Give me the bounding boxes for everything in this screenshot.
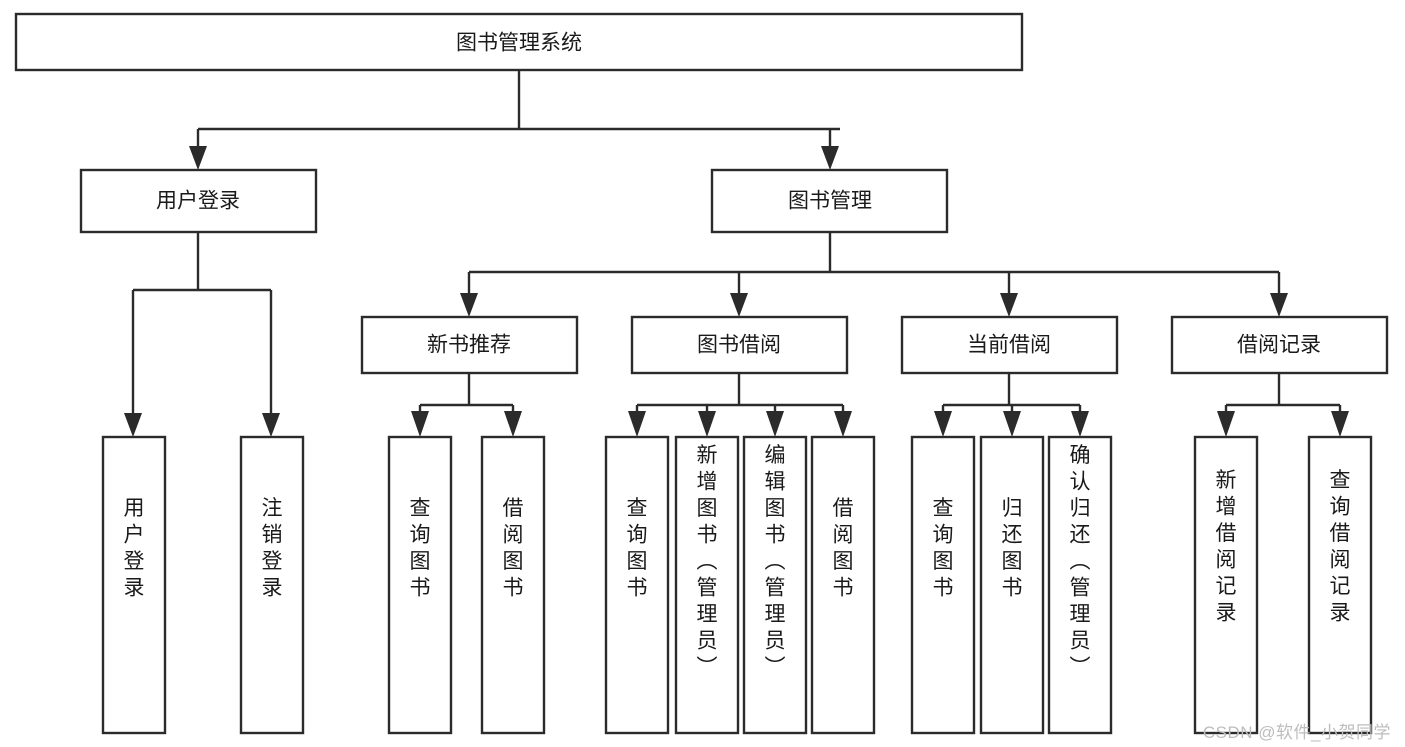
arrowhead-record-leaf-2 [1331,411,1349,437]
arrowhead-to-book-borrow [730,293,748,317]
node-borrow-record-label: 借阅记录 [1237,334,1321,357]
leaf-logout-box [239,435,305,735]
leaf-newbook-query-book-box [387,435,453,735]
leaf-borrow-query-book-label: 查询图书 [627,497,648,600]
node-borrow-record-box [1170,315,1389,375]
connector-group-current-borrow [934,373,1089,437]
node-book-borrow[interactable]: 图书借阅 [630,315,849,375]
connector-group-root [189,70,840,170]
leaf-newbook-borrow-book[interactable]: 借阅图书 [480,435,546,735]
leaf-borrow-borrow-book-label: 借阅图书 [833,497,854,600]
leaf-current-return-book[interactable]: 归还图书 [979,435,1045,735]
leaf-borrow-borrow-book[interactable]: 借阅图书 [810,435,876,735]
leaf-current-return-book-box [979,435,1045,735]
arrowhead-current-leaf-1 [934,411,952,437]
arrowhead-borrow-leaf-3 [766,411,784,437]
arrowhead-leaf-user-login [124,413,142,437]
leaf-current-query-book-label: 查询图书 [933,497,954,600]
leaf-user-login[interactable]: 用户登录 [101,435,167,735]
leaf-borrow-edit-book-label: 编辑图书︵管理员︶ [765,444,786,679]
arrowhead-borrow-leaf-4 [834,411,852,437]
leaf-logout[interactable]: 注销登录 [239,435,305,735]
leaf-logout-label: 注销登录 [262,497,283,600]
arrowhead-to-book-manage [821,146,839,170]
arrowhead-to-new-book [460,293,478,317]
leaf-record-add-box [1193,435,1259,735]
leaf-newbook-query-book-label: 查询图书 [410,497,431,600]
connector-group-login [124,232,280,437]
arrowhead-to-current-borrow [1000,293,1018,317]
arrowhead-borrow-leaf-2 [698,411,716,437]
arrowhead-newbook-leaf-1 [411,411,429,437]
leaf-newbook-query-book[interactable]: 查询图书 [387,435,453,735]
node-root-label: 图书管理系统 [456,32,582,55]
leaf-borrow-query-book-box [604,435,670,735]
node-book-manage-box [710,168,949,234]
arrowhead-borrow-leaf-1 [628,411,646,437]
leaf-borrow-edit-book[interactable]: 编辑图书︵管理员︶ [742,435,808,735]
node-root-system[interactable]: 图书管理系统 [14,12,1024,72]
leaf-current-confirm-return[interactable]: 确认归还︵管理员︶ [1047,435,1113,735]
node-new-book-label: 新书推荐 [427,334,511,357]
leaf-user-login-box [101,435,167,735]
leaf-current-confirm-return-label: 确认归还︵管理员︶ [1070,444,1091,679]
leaf-borrow-add-book-label: 新增图书︵管理员︶ [697,444,718,679]
leaf-current-query-book-box [910,435,976,735]
node-user-login-label: 用户登录 [156,190,240,213]
leaf-borrow-borrow-book-box [810,435,876,735]
leaf-borrow-query-book[interactable]: 查询图书 [604,435,670,735]
node-user-login[interactable]: 用户登录 [79,168,318,234]
leaf-newbook-borrow-book-label: 借阅图书 [503,497,524,600]
leaf-record-add-label: 新增借阅记录 [1216,469,1237,625]
node-borrow-record[interactable]: 借阅记录 [1170,315,1389,375]
leaf-current-query-book[interactable]: 查询图书 [910,435,976,735]
leaf-record-query-label: 查询借阅记录 [1330,469,1351,625]
arrowhead-newbook-leaf-2 [504,411,522,437]
arrowhead-to-borrow-record [1270,293,1288,317]
node-current-borrow-label: 当前借阅 [967,334,1051,357]
leaf-newbook-borrow-book-box [480,435,546,735]
arrowhead-leaf-logout [262,413,280,437]
leaf-borrow-edit-book-box [742,435,808,735]
leaf-borrow-add-book-box [674,435,740,735]
leaf-user-login-label: 用户登录 [124,497,145,600]
leaf-record-query-box [1307,435,1373,735]
leaf-current-return-book-label: 归还图书 [1002,497,1023,600]
node-current-borrow-box [900,315,1119,375]
csdn-watermark: CSDN @软件_小贺同学 [1202,723,1391,742]
arrowhead-record-leaf-1 [1217,411,1235,437]
node-user-login-box [79,168,318,234]
node-book-manage-label: 图书管理 [788,190,872,213]
node-new-book-box [360,315,579,375]
node-new-book-recommend[interactable]: 新书推荐 [360,315,579,375]
node-book-borrow-box [630,315,849,375]
connector-group-borrow-record [1217,373,1349,437]
node-book-borrow-label: 图书借阅 [697,334,781,357]
connector-group-book-borrow [628,373,852,437]
leaf-record-query[interactable]: 查询借阅记录 [1307,435,1373,735]
node-current-borrow[interactable]: 当前借阅 [900,315,1119,375]
node-root-box [14,12,1024,72]
connector-group-new-book [411,373,522,437]
node-book-manage[interactable]: 图书管理 [710,168,949,234]
connector-group-book-manage [460,232,1288,317]
arrowhead-to-user-login [189,146,207,170]
leaf-record-add[interactable]: 新增借阅记录 [1193,435,1259,735]
leaf-borrow-add-book[interactable]: 新增图书︵管理员︶ [674,435,740,735]
arrowhead-current-leaf-3 [1071,411,1089,437]
leaf-current-confirm-return-box [1047,435,1113,735]
arrowhead-current-leaf-2 [1003,411,1021,437]
